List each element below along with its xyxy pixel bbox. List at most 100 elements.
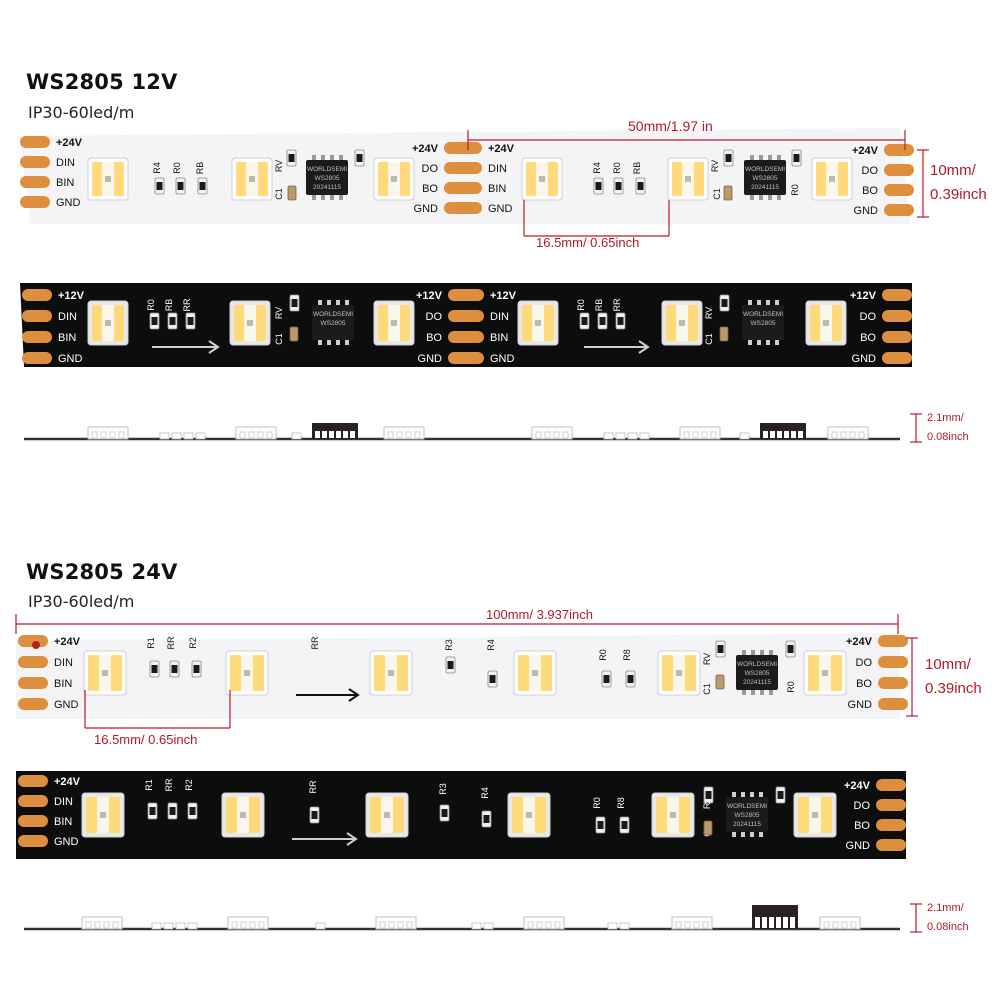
- chip-marking: 20241115: [313, 184, 341, 191]
- led-die: [526, 812, 532, 818]
- led-side-leg: [693, 921, 700, 929]
- component-label: RR: [164, 778, 174, 791]
- thickness-mm-12v: 2.1mm/: [927, 412, 964, 424]
- part-side: [639, 432, 650, 440]
- copper-pad: [884, 184, 914, 196]
- component-label: RR: [182, 298, 192, 311]
- resistor-body: [177, 182, 184, 190]
- copper-pad: [20, 156, 50, 168]
- title-12v: WS2805 12V: [26, 70, 178, 94]
- led-side-leg: [240, 921, 247, 929]
- resistor-body: [189, 807, 196, 815]
- chip-pin: [769, 650, 773, 656]
- resistor-body: [597, 821, 604, 829]
- pad-label: +12V: [850, 290, 877, 302]
- resistor-body: [725, 154, 732, 162]
- pad-label: BO: [856, 678, 872, 690]
- chip-side-leg: [790, 917, 795, 928]
- copper-pad: [884, 164, 914, 176]
- pad-label: DO: [862, 165, 879, 177]
- thickness-in-12v: 0.08inch: [927, 431, 969, 443]
- led-side-leg: [118, 431, 125, 439]
- resistor-body: [199, 182, 206, 190]
- led-side-leg: [266, 431, 273, 439]
- copper-pad: [20, 196, 50, 208]
- segment-length-24v: 100mm/ 3.937inch: [486, 607, 593, 622]
- chip-side-leg: [776, 917, 781, 928]
- resistor-body: [288, 154, 295, 162]
- pad-label: GND: [54, 836, 79, 848]
- led-die: [829, 176, 835, 182]
- chip-pin: [757, 300, 761, 306]
- chip-marking: WORLDSEMI: [737, 661, 777, 668]
- resistor-body: [595, 182, 602, 190]
- component-label: R0: [598, 649, 608, 661]
- pad-label: DIN: [54, 796, 73, 808]
- chip-side-leg: [784, 431, 789, 438]
- pad-label: BO: [862, 185, 878, 197]
- chip-pin: [345, 339, 349, 345]
- part-side: [183, 432, 194, 440]
- led-side-leg: [257, 431, 264, 439]
- resistor-body: [187, 317, 194, 325]
- resistor-body: [705, 791, 712, 799]
- led-die: [539, 176, 545, 182]
- chip-pin: [760, 689, 764, 695]
- component-label: RV: [702, 653, 712, 665]
- chip-pin: [732, 831, 736, 837]
- copper-pad: [20, 136, 50, 148]
- resistor-body: [169, 807, 176, 815]
- side-profile-24v: [24, 905, 900, 931]
- resistor-body: [447, 661, 454, 669]
- pad-label: +12V: [58, 290, 85, 302]
- component-label: RV: [704, 307, 714, 319]
- subtitle-12v: IP30-60led/m: [28, 103, 135, 122]
- chip-pin: [336, 300, 340, 306]
- led-side-leg: [562, 431, 569, 439]
- part-side: [315, 922, 326, 930]
- copper-pad: [882, 310, 912, 322]
- pad-label: BO: [854, 820, 870, 832]
- led-side: [531, 426, 573, 440]
- part-side: [163, 922, 174, 930]
- component-label: RR: [308, 780, 318, 793]
- copper-pad: [22, 331, 52, 343]
- chip-side-leg: [322, 431, 327, 438]
- chip-marking: WS2805: [745, 670, 770, 677]
- pad-label: GND: [56, 197, 81, 209]
- width-mm-12v: 10mm/: [930, 162, 976, 179]
- led-side-leg: [379, 921, 386, 929]
- chip-pin: [339, 194, 343, 200]
- width-mm-24v: 10mm/: [925, 656, 971, 673]
- led-side-leg: [701, 431, 708, 439]
- width-in-12v: 0.39inch: [930, 186, 987, 203]
- part-side: [627, 432, 638, 440]
- led-side-leg: [553, 431, 560, 439]
- pad-label: BO: [422, 183, 438, 195]
- part-side: [151, 922, 162, 930]
- led-side-leg: [388, 921, 395, 929]
- pad-label: DO: [860, 311, 877, 323]
- copper-pad: [454, 352, 484, 364]
- copper-pad: [454, 289, 484, 301]
- resistor-body: [156, 182, 163, 190]
- copper-pad: [878, 656, 908, 668]
- chip-pin: [777, 194, 781, 200]
- led-side-leg: [406, 921, 413, 929]
- copper-pad: [22, 352, 52, 364]
- component-label: R0: [172, 162, 182, 174]
- component-label: R4: [486, 639, 496, 651]
- led-die: [676, 670, 682, 676]
- copper-pad: [18, 815, 48, 827]
- copper-pad: [452, 142, 482, 154]
- chip-pin: [766, 339, 770, 345]
- chip-pin: [330, 155, 334, 161]
- led-side-leg: [536, 921, 543, 929]
- chip-pin: [768, 155, 772, 161]
- copper-pad: [18, 656, 48, 668]
- component-label: R4: [592, 162, 602, 174]
- part-side: [619, 922, 630, 930]
- pad-label: GND: [414, 203, 439, 215]
- chip-marking: 20241115: [751, 184, 779, 191]
- led-die: [391, 176, 397, 182]
